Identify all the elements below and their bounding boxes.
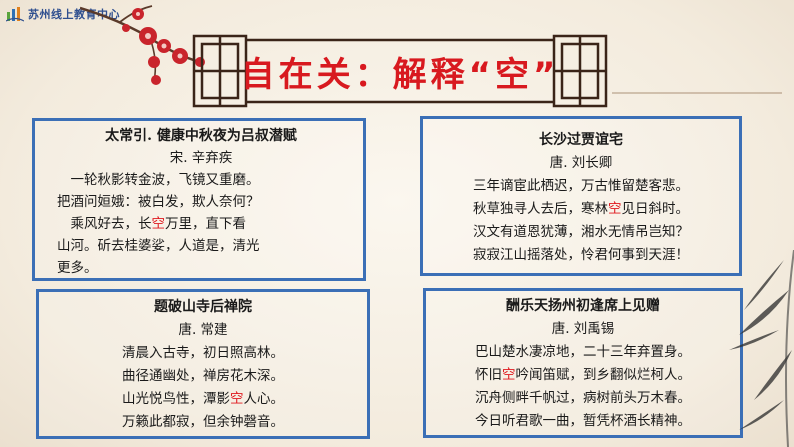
poem-card: 太常引. 健康中秋夜为吕叔潜赋 宋. 辛弃疾 一轮秋影转金波，飞镜又重磨。 把酒… xyxy=(32,118,366,281)
lattice-frame-icon xyxy=(192,34,608,108)
poem-line: 万籁此都寂，但余钟磬音。 xyxy=(122,414,284,430)
poem-card: 长沙过贾谊宅 唐. 刘长卿 三年谪宦此栖迟，万古惟留楚客悲。 秋草独寻人去后，寒… xyxy=(420,116,742,276)
poem-line: 乘风好去，长空万里，直下看 xyxy=(57,216,246,232)
poem-line: 山光悦鸟性，潭影空人心。 xyxy=(122,391,284,407)
poem-line: 巴山楚水凄凉地，二十三年弃置身。 xyxy=(475,344,691,360)
poem-author: 宋. 辛弃疾 xyxy=(169,150,233,166)
poem-line: 三年谪宦此栖迟，万古惟留楚客悲。 xyxy=(473,178,689,194)
poem-author: 唐. 刘长卿 xyxy=(549,155,613,171)
poem-line: 寂寂江山摇落处，怜君何事到天涯！ xyxy=(473,247,689,263)
divider xyxy=(612,92,782,94)
poem-line: 沉舟侧畔千帆过，病树前头万木春。 xyxy=(475,390,691,406)
poem-line: 山河。斫去桂婆娑，人道是，清光 xyxy=(57,238,260,254)
poem-line: 怀旧空吟闻笛赋，到乡翻似烂柯人。 xyxy=(475,367,691,383)
poem-line: 更多。 xyxy=(57,260,98,276)
poem-line: 清晨入古寺，初日照高林。 xyxy=(122,345,284,361)
highlight-char: 空 xyxy=(230,391,244,407)
poem-card: 酬乐天扬州初逢席上见赠 唐. 刘禹锡 巴山楚水凄凉地，二十三年弃置身。 怀旧空吟… xyxy=(423,288,743,438)
poem-title: 长沙过贾谊宅 xyxy=(539,132,623,148)
poem-author: 唐. 常建 xyxy=(178,322,228,338)
poem-title: 题破山寺后禅院 xyxy=(154,299,252,315)
poem-line: 曲径通幽处，禅房花木深。 xyxy=(122,368,284,384)
poem-line: 一轮秋影转金波，飞镜又重磨。 xyxy=(57,172,260,188)
poem-title: 酬乐天扬州初逢席上见赠 xyxy=(506,298,660,314)
logo-text: 苏州线上教育中心 xyxy=(28,8,120,21)
poem-author: 唐. 刘禹锡 xyxy=(551,321,615,337)
highlight-char: 空 xyxy=(502,367,516,383)
highlight-char: 空 xyxy=(608,201,622,217)
title-banner: 自在关：解释“空” xyxy=(190,28,610,114)
logo: 苏州线上教育中心 xyxy=(5,4,120,24)
poem-line: 汉文有道恩犹薄，湘水无情吊岂知？ xyxy=(473,224,689,240)
poem-line: 今日听君歌一曲，暂凭杯酒长精神。 xyxy=(475,413,691,429)
poem-title: 太常引. 健康中秋夜为吕叔潜赋 xyxy=(105,128,297,144)
plum-blossom-icon xyxy=(80,5,205,85)
highlight-char: 空 xyxy=(151,216,166,232)
page-title: 自在关：解释“空” xyxy=(240,54,560,95)
bamboo-leaves-icon xyxy=(729,250,794,447)
poem-line: 把酒问姮娥：被白发，欺人奈何？ xyxy=(57,194,260,210)
poem-line: 秋草独寻人去后，寒林空见日斜时。 xyxy=(473,201,689,217)
poem-card: 题破山寺后禅院 唐. 常建 清晨入古寺，初日照高林。 曲径通幽处，禅房花木深。 … xyxy=(36,289,370,439)
logo-mark-icon xyxy=(5,6,25,22)
